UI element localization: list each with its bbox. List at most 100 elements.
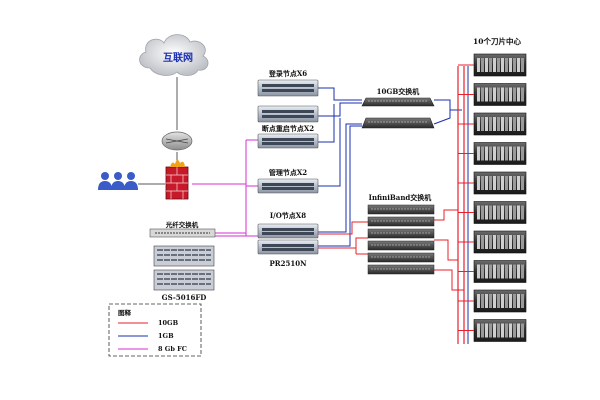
blade-slot (493, 117, 496, 131)
blade-slot (497, 294, 500, 308)
blade-slot (505, 58, 508, 72)
blade-slot (509, 117, 512, 131)
legend-title: 图释 (118, 308, 132, 317)
blade-slot (509, 235, 512, 249)
blade-slot (493, 87, 496, 102)
blade-slot (517, 87, 520, 102)
blade-slot (493, 146, 496, 161)
ib-to-blades-1 (434, 209, 458, 221)
storage-icon (153, 245, 215, 267)
blade-slot (493, 58, 496, 72)
blade-slot (489, 87, 492, 102)
blade-slot (521, 58, 524, 72)
blade-slot (501, 117, 504, 131)
user-icon (98, 172, 138, 190)
blade-slot (497, 176, 500, 190)
blade-slot (509, 294, 512, 308)
blade-slot (477, 323, 480, 338)
blade-slot (485, 117, 488, 131)
blade-slot (521, 323, 524, 338)
blade-slot (501, 235, 504, 249)
blade-slot (489, 294, 492, 308)
blade-slot (485, 146, 488, 161)
blade-slot (485, 87, 488, 102)
switch-ib-label: InfiniBand交换机 (369, 193, 432, 202)
blade-slot (505, 235, 508, 249)
blade-slot (489, 176, 492, 190)
switch-ib-group: InfiniBand交换机 (367, 193, 435, 275)
blade-slot (517, 205, 520, 220)
gb-link-breakpoint (318, 104, 335, 143)
blade-slot (489, 146, 492, 161)
server-icon (257, 105, 319, 123)
server-icon (257, 79, 319, 97)
links (138, 66, 469, 344)
blade-slot (493, 323, 496, 338)
blade-slot (477, 235, 480, 249)
storage-array: GS-5016FD (153, 245, 215, 302)
blade-slot (517, 176, 520, 190)
breakpoint-nodes-label: 断点重启节点X2 (262, 124, 314, 133)
gb-link-io (318, 123, 362, 233)
breakpoint-nodes: 断点重启节点X2 (257, 124, 319, 149)
flame-icon (170, 159, 185, 167)
blade-slot (481, 294, 484, 308)
blade-slot (505, 323, 508, 338)
gb-link-io2 (318, 125, 362, 247)
blade-slot (481, 117, 484, 131)
blade-slot (517, 323, 520, 338)
blade-slot (501, 176, 504, 190)
blade-slot (513, 146, 516, 161)
blade-slot (485, 205, 488, 220)
router (161, 131, 193, 151)
blade-center: 10个刀片中心 (458, 36, 527, 342)
blade-slot (509, 205, 512, 220)
blade-slot (481, 235, 484, 249)
blade-slot (505, 87, 508, 102)
firewall (165, 159, 189, 200)
blade-slot (501, 146, 504, 161)
switch-10gb-label: 10GB交换机 (377, 87, 420, 96)
gb-link-switch-blades (433, 99, 451, 125)
blade-slot (477, 87, 480, 102)
blade-slot (501, 205, 504, 220)
blade-slot (497, 205, 500, 220)
blade-slot (513, 117, 516, 131)
ib-link-io1 (318, 221, 368, 235)
blade-slot (477, 176, 480, 190)
blade-slot (509, 146, 512, 161)
blade-slot (477, 146, 480, 161)
blade-slot (513, 323, 516, 338)
blade-slot (489, 205, 492, 220)
blade-slot (521, 87, 524, 102)
blade-slot (513, 176, 516, 190)
blade-slot (477, 294, 480, 308)
blade-slot (501, 294, 504, 308)
blade-slot (521, 176, 524, 190)
gb-link-login2 (318, 102, 362, 117)
blade-slot (505, 176, 508, 190)
blade-slot (485, 264, 488, 279)
storage-model-label: PR2510N (270, 259, 308, 268)
blade-slot (517, 146, 520, 161)
blade-slot (489, 58, 492, 72)
blade-slot (481, 146, 484, 161)
blade-slot (489, 264, 492, 279)
blade-slot (489, 117, 492, 131)
blade-slot (521, 235, 524, 249)
blade-slot (513, 235, 516, 249)
ib-switch-stack (367, 204, 435, 275)
blade-slot (501, 264, 504, 279)
blade-slot (521, 294, 524, 308)
blade-slot (497, 87, 500, 102)
blade-slot (485, 294, 488, 308)
blade-slot (513, 58, 516, 72)
blade-slot (513, 87, 516, 102)
blade-slot (497, 264, 500, 279)
login-nodes-label: 登录节点X6 (268, 69, 307, 78)
blade-slot (517, 117, 520, 131)
blade-slot (509, 87, 512, 102)
blade-slot (521, 146, 524, 161)
blade-slot (481, 264, 484, 279)
blade-slot (505, 146, 508, 161)
